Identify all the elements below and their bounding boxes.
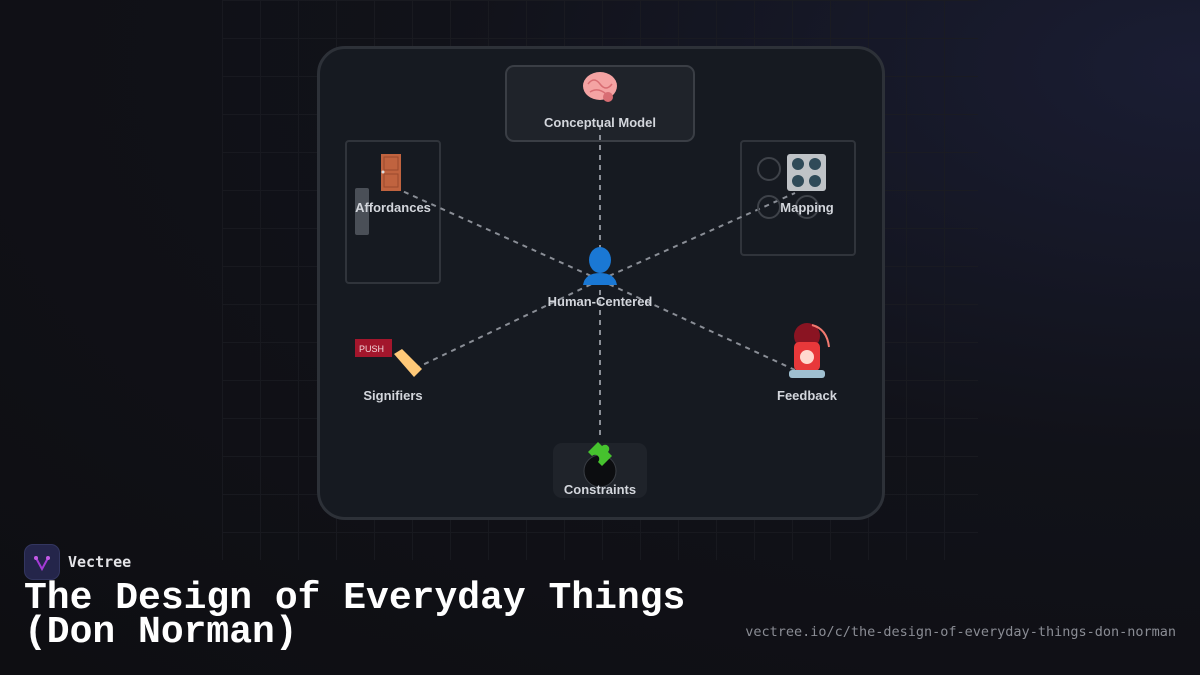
node-mapping: Mapping: [780, 200, 834, 215]
label-tag-icon: PUSH: [355, 339, 422, 377]
siren-light-icon: [789, 323, 830, 378]
source-url: vectree.io/c/the-design-of-everyday-thin…: [745, 624, 1176, 640]
node-affordances: Affordances: [355, 200, 431, 215]
mapping-circles: [757, 157, 819, 219]
node-feedback: Feedback: [777, 388, 837, 403]
affordances-door-frame: [345, 140, 441, 284]
control-knobs-icon: [787, 154, 826, 191]
person-icon: [583, 247, 617, 285]
puzzle-piece-icon: [583, 442, 617, 488]
door-icon: [381, 154, 401, 191]
push-sign-text: PUSH: [359, 344, 384, 354]
brain-icon: [583, 72, 617, 102]
node-constraints: Constraints: [563, 482, 637, 497]
node-signifiers: Signifiers: [363, 388, 423, 403]
mapping-box: [740, 140, 856, 256]
node-center-human-centered: Human-Centered: [547, 294, 653, 309]
brand: Vectree: [24, 544, 131, 580]
page-title: The Design of Everyday Things (Don Norma…: [24, 580, 685, 652]
title-line-1: The Design of Everyday Things: [24, 577, 686, 620]
title-line-2: (Don Norman): [24, 611, 298, 654]
line-signifiers: [411, 279, 601, 371]
line-affordances: [399, 189, 601, 281]
brand-name: Vectree: [68, 553, 132, 571]
node-conceptual-model: Conceptual Model: [544, 115, 656, 130]
door-handle: [355, 188, 369, 235]
vectree-logo-icon: [24, 544, 60, 580]
